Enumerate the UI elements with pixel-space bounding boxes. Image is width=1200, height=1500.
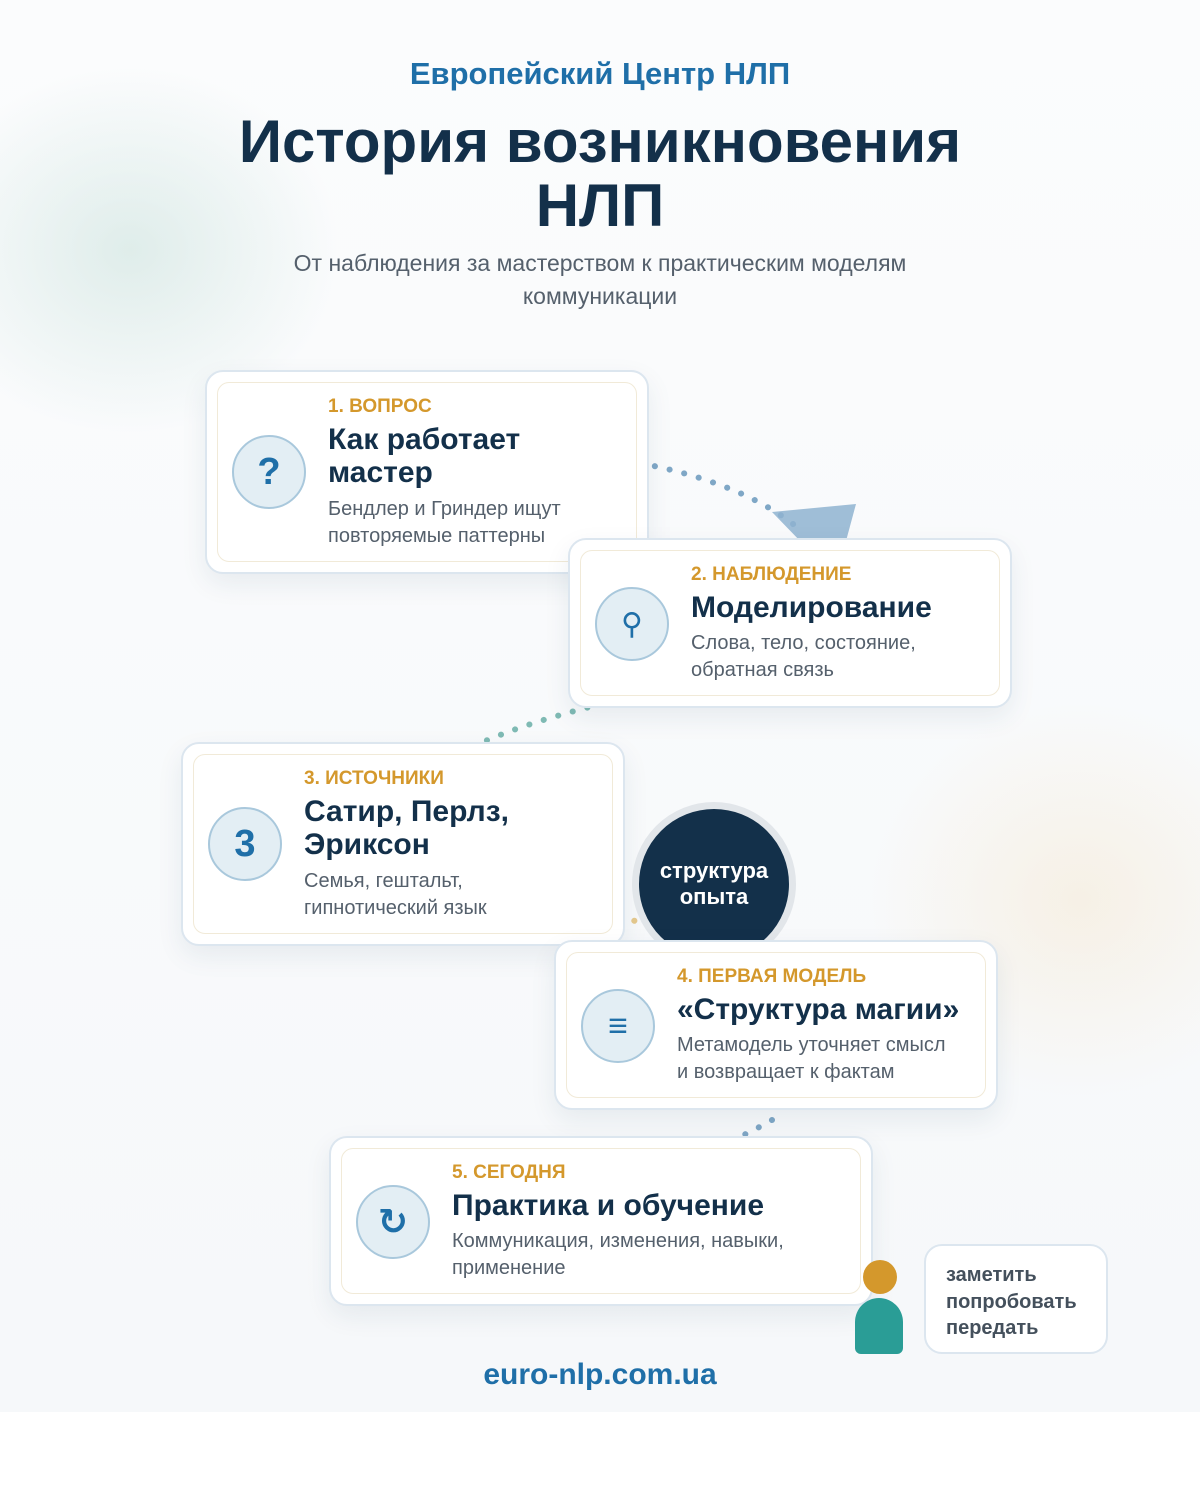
step-card-4: ≡ 4. ПЕРВАЯ МОДЕЛЬ «Структура магии» Мет… xyxy=(554,940,998,1110)
magnifier-icon: ⚲ xyxy=(595,587,669,661)
footer-website-link[interactable]: euro-nlp.com.ua xyxy=(483,1358,717,1391)
speech-bubble: заметить попробовать передать xyxy=(924,1244,1108,1354)
step-label: 4. ПЕРВАЯ МОДЕЛЬ xyxy=(677,966,867,987)
person-head xyxy=(863,1260,897,1294)
subtitle-line-1: От наблюдения за мастерством к практичес… xyxy=(293,250,907,276)
bubble-line: попробовать xyxy=(946,1290,1077,1313)
step-title: «Структура магии» xyxy=(677,993,960,1026)
card-inner-border xyxy=(580,550,1000,696)
card-inner-border xyxy=(566,952,986,1098)
card-inner-border xyxy=(193,754,613,934)
page-title: История возникновения НЛП xyxy=(200,110,1000,238)
bubble-line: передать xyxy=(946,1317,1039,1339)
step-description: Семья, гештальт,гипнотический язык xyxy=(304,870,487,919)
bubble-line: заметить xyxy=(946,1264,1037,1286)
step-label: 1. ВОПРОС xyxy=(328,396,432,417)
core-line-1: структура xyxy=(659,858,769,883)
step-label: 3. ИСТОЧНИКИ xyxy=(304,768,444,789)
step-title: Моделирование xyxy=(691,591,932,624)
step-card-5: ↻ 5. СЕГОДНЯ Практика и обучение Коммуни… xyxy=(329,1136,873,1306)
cycle-arrow-icon: ↻ xyxy=(356,1185,430,1259)
digit-three-icon: 3 xyxy=(208,807,282,881)
question-mark-icon: ? xyxy=(232,435,306,509)
step-description: Коммуникация, изменения, навыки,применен… xyxy=(452,1230,784,1279)
step-card-3: 3 3. ИСТОЧНИКИ Сатир, Перлз,Эриксон Семь… xyxy=(181,742,625,946)
title-line-2: НЛП xyxy=(535,172,665,239)
step-card-2: ⚲ 2. НАБЛЮДЕНИЕ Моделирование Слова, тел… xyxy=(568,538,1012,708)
brand-name: Европейский Центр НЛП xyxy=(409,56,791,91)
step-title: Сатир, Перлз,Эриксон xyxy=(304,795,509,861)
step-label: 5. СЕГОДНЯ xyxy=(452,1162,566,1183)
step-description: Слова, тело, состояние,обратная связь xyxy=(691,632,916,681)
list-lines-icon: ≡ xyxy=(581,989,655,1063)
infographic-canvas: Европейский Центр НЛП История возникнове… xyxy=(0,0,1200,1412)
person-body xyxy=(855,1298,903,1354)
step-title: Практика и обучение xyxy=(452,1189,765,1222)
subtitle-line-2: коммуникации xyxy=(522,283,678,309)
page-subtitle: От наблюдения за мастерством к практичес… xyxy=(250,247,950,313)
core-line-2: опыта xyxy=(679,884,749,909)
title-line-1: История возникновения xyxy=(238,108,962,175)
person-figure-icon xyxy=(850,1258,910,1356)
step-label: 2. НАБЛЮДЕНИЕ xyxy=(691,564,852,585)
card-inner-border xyxy=(341,1148,861,1294)
card-inner-border xyxy=(217,382,637,562)
